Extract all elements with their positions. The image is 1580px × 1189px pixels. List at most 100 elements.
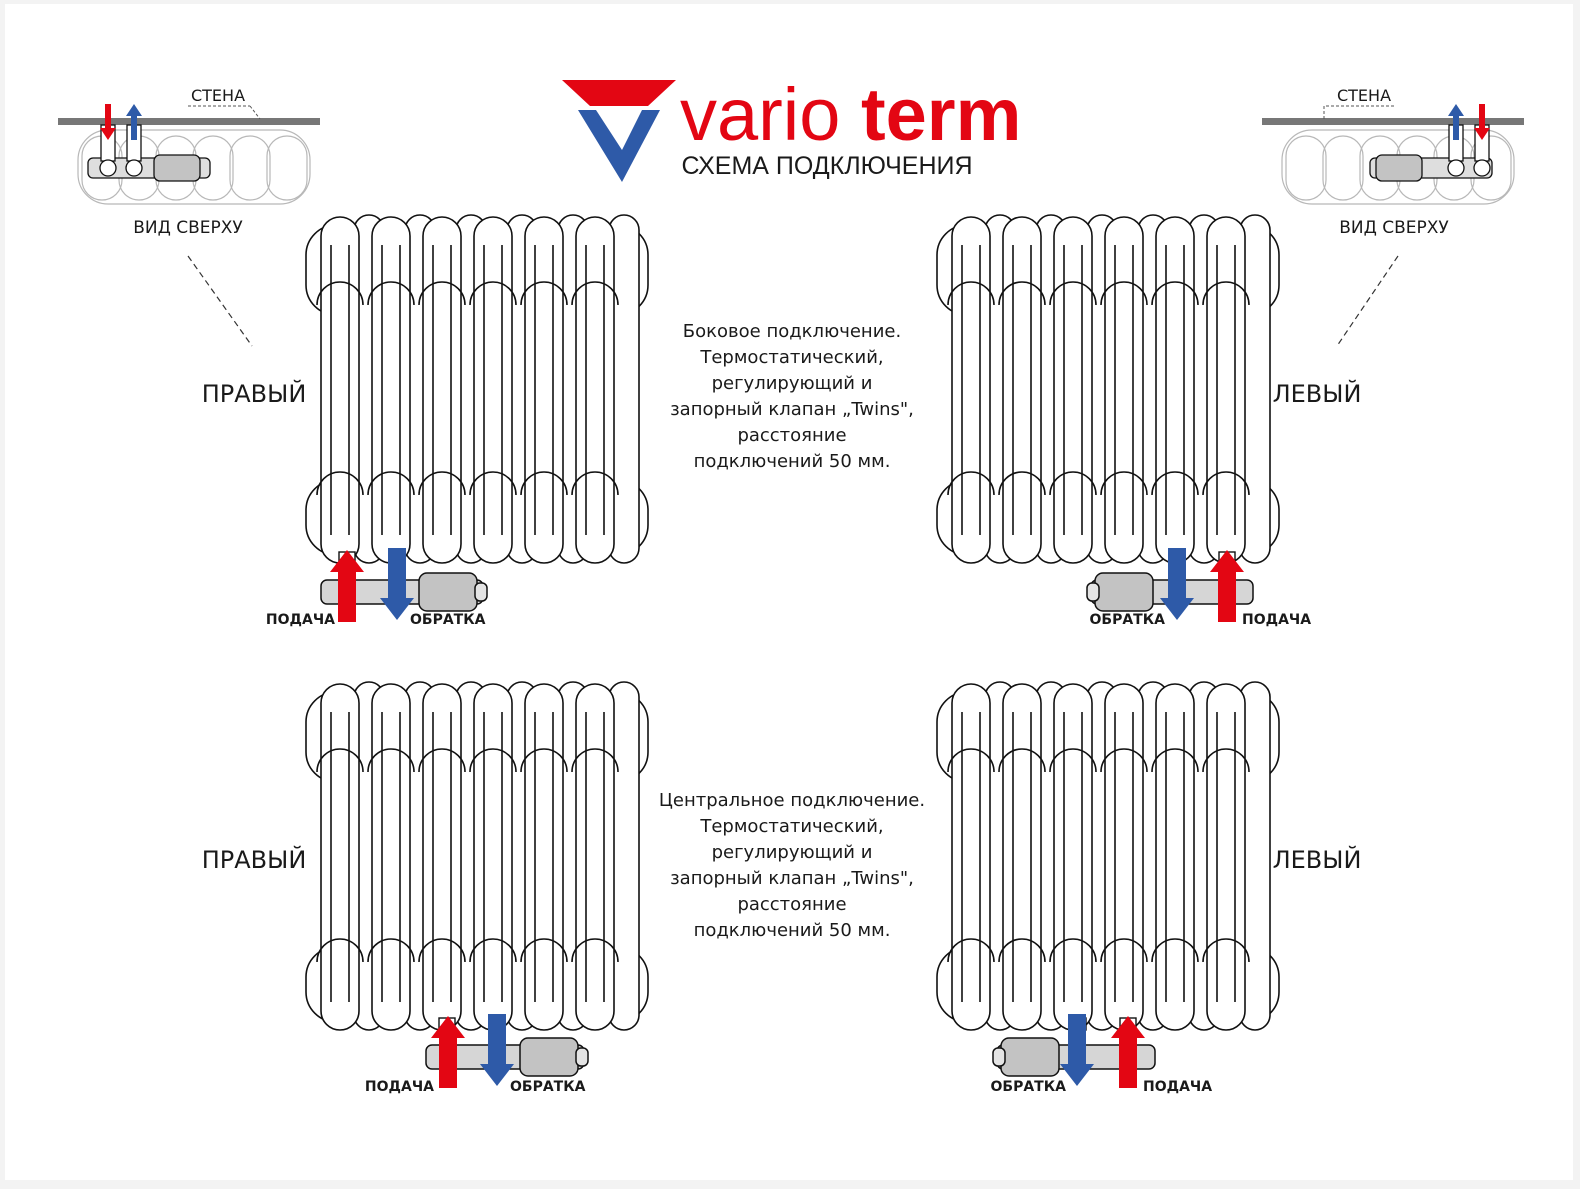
- radiator-collar: [571, 748, 619, 773]
- radiator-collar: [1100, 748, 1148, 773]
- return-arrow-side-right: [380, 548, 414, 620]
- return-label-side-right: ОБРАТКА: [410, 612, 486, 628]
- side-label-right-top: ПРАВЫЙ: [202, 379, 307, 408]
- return-label-central-left: ОБРАТКА: [991, 1079, 1067, 1095]
- valve-cap: [992, 1047, 1006, 1067]
- top-view-valve-grip: [1375, 154, 1423, 182]
- radiator-column-front: [524, 683, 564, 1031]
- radiator-collar: [520, 938, 568, 963]
- radiator-collar: [571, 471, 619, 496]
- radiator-column-front: [1104, 683, 1144, 1031]
- radiator-collar: [1151, 938, 1199, 963]
- radiator-collar: [367, 281, 415, 306]
- side-label-left-bottom: ЛЕВЫЙ: [1273, 845, 1362, 874]
- radiator-collar: [998, 281, 1046, 306]
- radiator-collar: [316, 748, 364, 773]
- page-subtitle: СХЕМА ПОДКЛЮЧЕНИЯ: [681, 152, 972, 180]
- top-view-return-arrow: [1448, 104, 1464, 140]
- return-label-central-right: ОБРАТКА: [510, 1079, 586, 1095]
- radiator-side-left: [936, 214, 1280, 564]
- wall-bar: [1262, 118, 1524, 125]
- brand-name-bold: term: [861, 73, 1021, 156]
- top-view-connector: [1473, 159, 1491, 177]
- radiator-collar: [469, 938, 517, 963]
- radiator-collar: [1151, 281, 1199, 306]
- radiator-collar: [571, 281, 619, 306]
- description-line: подключений 50 мм.: [694, 920, 891, 941]
- valve-grip: [1000, 1037, 1060, 1077]
- arrow-down-red-icon: [1474, 104, 1490, 140]
- radiator-collar: [571, 938, 619, 963]
- top-view-connector: [125, 159, 143, 177]
- radiator-column-front: [371, 683, 411, 1031]
- valve-grip: [1094, 572, 1154, 612]
- top-view-supply-arrow: [1474, 104, 1490, 140]
- description-line: расстояние: [737, 894, 846, 915]
- logo-red-chevron-icon: [562, 80, 676, 106]
- description-line: запорный клапан „Twins",: [670, 399, 914, 420]
- wall-leader: [249, 105, 261, 120]
- radiator-collar: [469, 281, 517, 306]
- radiator-collar: [469, 471, 517, 496]
- brand-name: vario term: [680, 73, 1021, 156]
- valve-grip: [519, 1037, 579, 1077]
- radiator-collar: [998, 748, 1046, 773]
- radiator-column-front: [1002, 216, 1042, 564]
- supply-arrow-central-right: [431, 1016, 465, 1088]
- radiator-collar: [469, 748, 517, 773]
- radiator-collar: [1151, 748, 1199, 773]
- radiator-column-front: [1053, 216, 1093, 564]
- radiator-collar: [1151, 471, 1199, 496]
- description-line: регулирующий и: [712, 373, 873, 394]
- arrow-down-blue-icon: [1060, 1014, 1094, 1086]
- radiator-column-front: [473, 683, 513, 1031]
- radiator-collar: [947, 281, 995, 306]
- valve-cap: [474, 582, 488, 602]
- top-view-radiator-section: [266, 135, 308, 201]
- radiator-collar: [998, 471, 1046, 496]
- radiator-collar: [1049, 281, 1097, 306]
- radiator-central-left: [936, 681, 1280, 1031]
- radiator-column-front: [1206, 216, 1246, 564]
- radiator-column-front: [422, 216, 462, 564]
- supply-arrow-side-right: [330, 550, 364, 622]
- radiator-collar: [316, 938, 364, 963]
- radiator-side-right: [305, 214, 649, 564]
- return-arrow-side-left: [1160, 548, 1194, 620]
- radiator-collar: [418, 938, 466, 963]
- radiator-collar: [947, 471, 995, 496]
- wall-label: СТЕНА: [191, 86, 245, 105]
- radiator-column-front: [575, 216, 615, 564]
- description-side: Боковое подключение.Термостатический,рег…: [670, 321, 914, 472]
- radiator-column-front: [320, 216, 360, 564]
- radiator-collar: [520, 748, 568, 773]
- radiator-collar: [418, 748, 466, 773]
- radiator-collar: [1100, 938, 1148, 963]
- brand-name-light: vario: [680, 73, 840, 156]
- supply-label-side-right: ПОДАЧА: [266, 612, 335, 628]
- radiator-column-front: [951, 683, 991, 1031]
- arrow-up-red-icon: [1210, 550, 1244, 622]
- radiator-collar: [1202, 938, 1250, 963]
- arrow-up-blue-icon: [126, 104, 142, 140]
- radiator-column-front: [575, 683, 615, 1031]
- radiator-central-right: [305, 681, 649, 1031]
- arrow-up-red-icon: [330, 550, 364, 622]
- description-line: Термостатический,: [699, 816, 883, 837]
- supply-label-central-right: ПОДАЧА: [365, 1079, 434, 1095]
- radiator-collar: [1202, 748, 1250, 773]
- radiator-column-front: [1104, 216, 1144, 564]
- radiator-column-front: [1155, 683, 1195, 1031]
- radiator-collar: [1100, 471, 1148, 496]
- valve-grip: [418, 572, 478, 612]
- radiator-column-front: [1206, 683, 1246, 1031]
- supply-label-side-left: ПОДАЧА: [1242, 612, 1311, 628]
- radiator-collar: [367, 938, 415, 963]
- radiator-collar: [1202, 281, 1250, 306]
- radiator-column-front: [1155, 216, 1195, 564]
- radiator-collar: [947, 748, 995, 773]
- wall-label: СТЕНА: [1337, 86, 1391, 105]
- return-arrow-central-left: [1060, 1014, 1094, 1086]
- radiator-collar: [418, 471, 466, 496]
- top-view-return-arrow: [126, 104, 142, 140]
